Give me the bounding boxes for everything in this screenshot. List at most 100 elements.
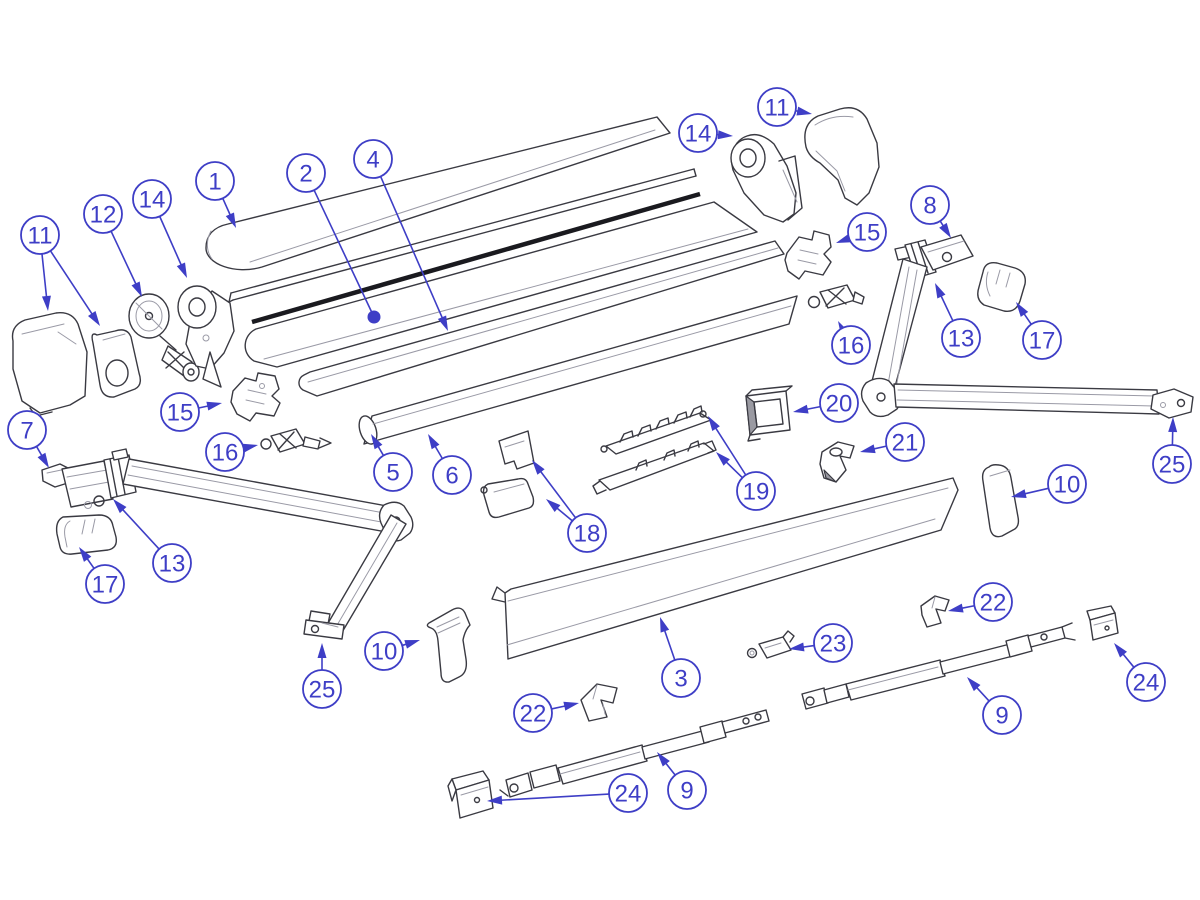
callout-circle[interactable] [364, 631, 404, 671]
callout-7[interactable]: 7 [7, 410, 47, 450]
callout-circle[interactable] [831, 325, 871, 365]
callout-10[interactable]: 10 [364, 631, 404, 671]
callout-14[interactable]: 14 [678, 113, 718, 153]
callout-circle[interactable] [1047, 464, 1087, 504]
callout-circle[interactable] [973, 582, 1013, 622]
callout-18[interactable]: 18 [567, 513, 607, 553]
callout-21[interactable]: 21 [885, 422, 925, 462]
leader-arrowhead [532, 460, 545, 475]
callout-24[interactable]: 24 [1126, 662, 1166, 702]
callout-15[interactable]: 15 [160, 392, 200, 432]
callout-9[interactable]: 9 [982, 695, 1022, 735]
callout-circle[interactable] [982, 695, 1022, 735]
callout-label: 24 [615, 780, 642, 807]
callout-label: 21 [892, 429, 919, 456]
leader-arrowhead [793, 404, 809, 414]
callout-label: 17 [92, 571, 119, 598]
leader-arrowhead [796, 106, 812, 116]
callout-25[interactable]: 25 [1152, 444, 1192, 484]
callout-circle[interactable] [885, 422, 925, 462]
part-fabric-panel [244, 201, 758, 368]
callout-4[interactable]: 4 [353, 139, 393, 179]
leader-arrowhead [717, 130, 733, 140]
callout-circle[interactable] [757, 87, 797, 127]
leader-arrowhead [404, 640, 420, 649]
callout-22[interactable]: 22 [513, 693, 553, 733]
leader-line [41, 253, 48, 299]
callout-circle[interactable] [132, 179, 172, 219]
callout-circle[interactable] [302, 669, 342, 709]
part-bracket-21 [819, 441, 855, 483]
callout-22[interactable]: 22 [973, 582, 1013, 622]
callout-2[interactable]: 2 [286, 153, 326, 193]
callout-11[interactable]: 11 [20, 215, 60, 255]
callout-circle[interactable] [567, 513, 607, 553]
callout-13[interactable]: 13 [941, 318, 981, 358]
callout-17[interactable]: 17 [85, 564, 125, 604]
callout-15[interactable]: 15 [847, 212, 887, 252]
part-arm-cover-17-right [977, 262, 1026, 312]
callout-19[interactable]: 19 [736, 471, 776, 511]
callout-5[interactable]: 5 [373, 452, 413, 492]
callout-circle[interactable] [847, 212, 887, 252]
callout-circle[interactable] [195, 161, 235, 201]
leader-arrowhead [660, 617, 670, 633]
callout-circle[interactable] [910, 185, 950, 225]
callout-circle[interactable] [513, 693, 553, 733]
callout-circle[interactable] [819, 383, 859, 423]
callout-circle[interactable] [85, 564, 125, 604]
callout-label: 15 [854, 219, 881, 246]
callout-circle[interactable] [20, 215, 60, 255]
callout-circle[interactable] [205, 432, 245, 472]
callout-1[interactable]: 1 [195, 161, 235, 201]
callout-circle[interactable] [373, 452, 413, 492]
callout-label: 4 [366, 146, 379, 173]
callout-circle[interactable] [941, 318, 981, 358]
callout-circle[interactable] [160, 392, 200, 432]
callout-circle[interactable] [813, 623, 853, 663]
callout-6[interactable]: 6 [432, 455, 472, 495]
part-clip-22-left [580, 683, 618, 722]
callout-label: 16 [212, 439, 239, 466]
callout-9[interactable]: 9 [667, 770, 707, 810]
callout-11[interactable]: 11 [757, 87, 797, 127]
callout-16[interactable]: 16 [205, 432, 245, 472]
callout-13[interactable]: 13 [152, 543, 192, 583]
leader-line [433, 444, 444, 460]
callout-8[interactable]: 8 [910, 185, 950, 225]
leader-line [872, 445, 887, 450]
callout-circle[interactable] [286, 153, 326, 193]
part-gearbox-left [177, 285, 235, 388]
leader-arrowhead [487, 795, 503, 805]
callout-circle[interactable] [1022, 320, 1062, 360]
callout-circle[interactable] [7, 410, 47, 450]
part-end-cap-right [804, 107, 880, 206]
part-rafter-9-left [499, 709, 770, 798]
callout-12[interactable]: 12 [83, 194, 123, 234]
callout-circle[interactable] [608, 773, 648, 813]
callout-20[interactable]: 20 [819, 383, 859, 423]
callout-24[interactable]: 24 [608, 773, 648, 813]
callout-label: 23 [820, 630, 847, 657]
callout-circle[interactable] [678, 113, 718, 153]
callout-3[interactable]: 3 [661, 658, 701, 698]
callout-circle[interactable] [661, 658, 701, 698]
callout-circle[interactable] [83, 194, 123, 234]
callout-circle[interactable] [1152, 444, 1192, 484]
callout-25[interactable]: 25 [302, 669, 342, 709]
leader-line [110, 230, 138, 286]
callout-23[interactable]: 23 [813, 623, 853, 663]
callout-17[interactable]: 17 [1022, 320, 1062, 360]
callout-circle[interactable] [736, 471, 776, 511]
callout-10[interactable]: 10 [1047, 464, 1087, 504]
leader-arrowhead [563, 701, 579, 711]
leader-line [805, 405, 821, 411]
callout-circle[interactable] [1126, 662, 1166, 702]
callout-circle[interactable] [152, 543, 192, 583]
callout-circle[interactable] [667, 770, 707, 810]
callout-circle[interactable] [353, 139, 393, 179]
part-front-strip [298, 240, 785, 397]
callout-16[interactable]: 16 [831, 325, 871, 365]
callout-circle[interactable] [432, 455, 472, 495]
callout-14[interactable]: 14 [132, 179, 172, 219]
